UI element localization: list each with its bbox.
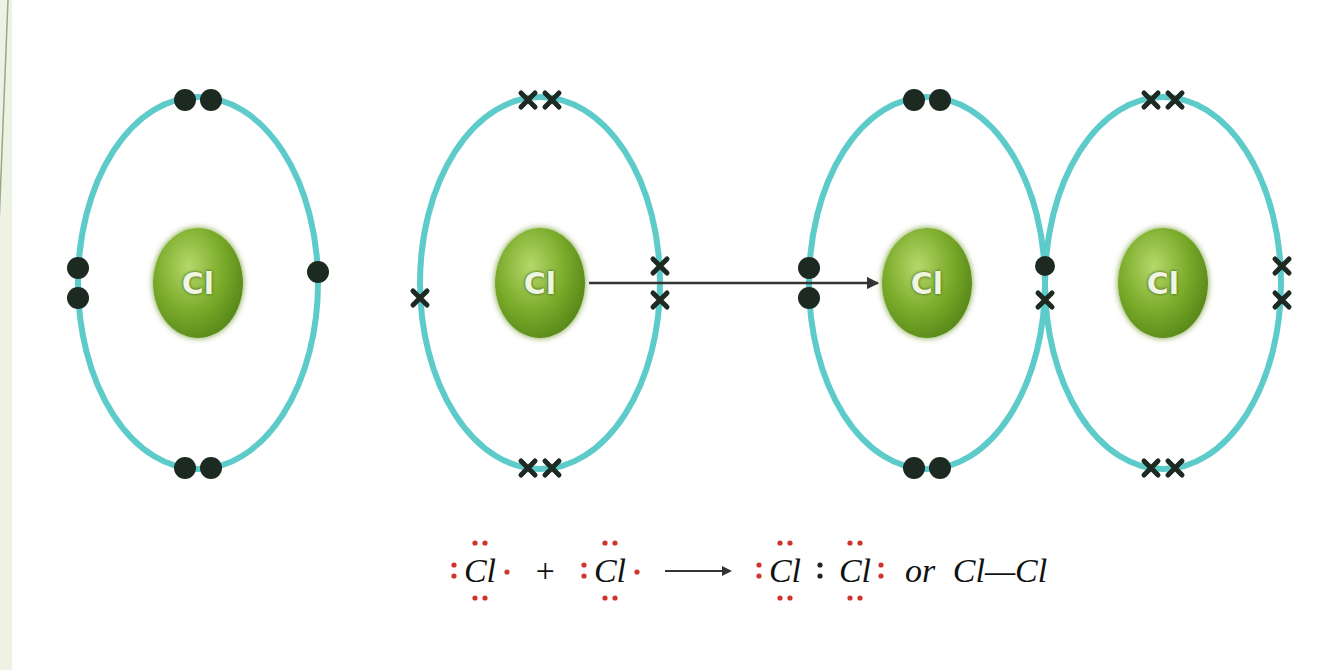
- element-symbol: Cl: [182, 266, 214, 301]
- element-symbol: Cl: [911, 266, 943, 301]
- equation-text: Cl: [594, 554, 626, 588]
- atom-nucleus: Cl: [882, 228, 972, 338]
- atom-nucleus: Cl: [1118, 228, 1208, 338]
- equation-text: Cl: [839, 554, 871, 588]
- equation-text: Cl: [769, 554, 801, 588]
- equation-text: +: [534, 554, 557, 588]
- reaction-arrow: [589, 282, 878, 285]
- element-symbol: Cl: [524, 266, 556, 301]
- atom-nucleus: Cl: [153, 228, 243, 338]
- equation-text: Cl—Cl: [953, 554, 1047, 588]
- element-symbol: Cl: [1147, 266, 1179, 301]
- equation-text: Cl: [464, 554, 496, 588]
- atom-nucleus: Cl: [495, 228, 585, 338]
- equation-text: or: [905, 554, 935, 588]
